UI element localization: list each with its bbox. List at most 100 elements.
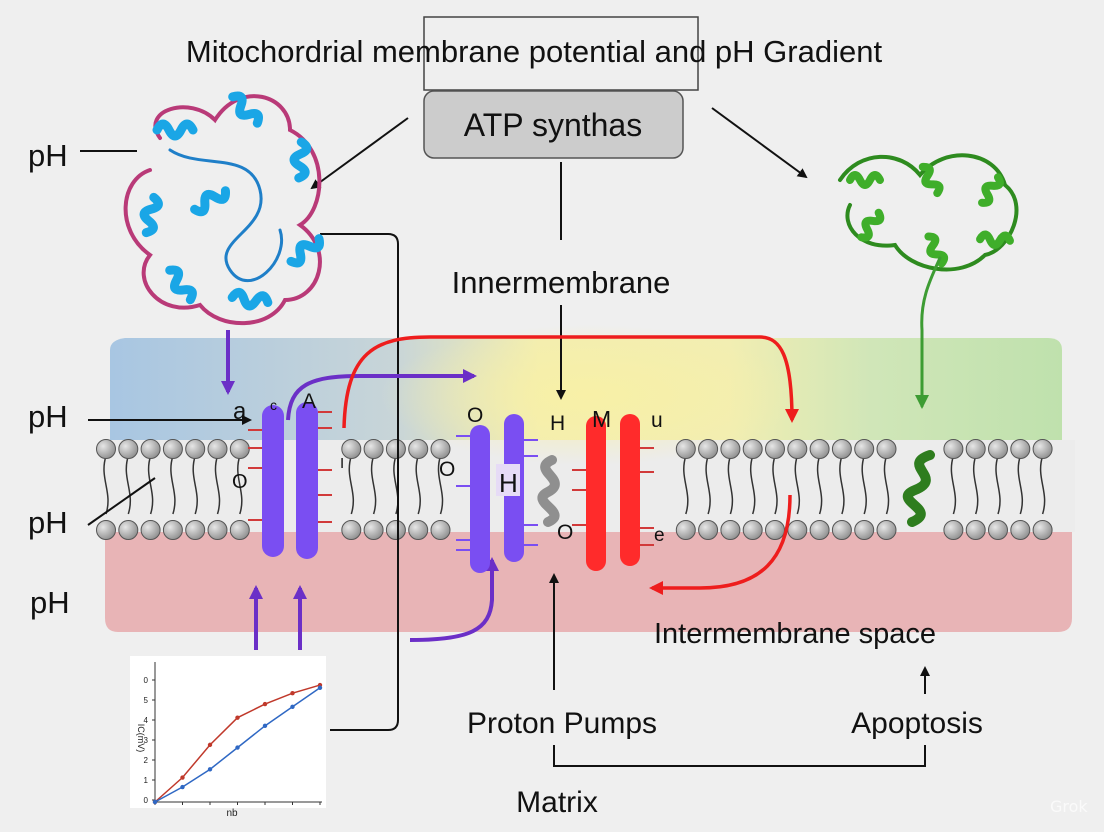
lipid-head-top (854, 439, 875, 459)
ph3-pointer (87, 477, 156, 526)
inset-y-tick-label: 0 (144, 676, 149, 685)
green-helices (846, 162, 1014, 268)
letter-O-bottom: O (557, 521, 573, 544)
letter-e: e (654, 525, 665, 546)
violet-helix-1 (262, 405, 284, 557)
violet-arrows (221, 330, 499, 650)
inset-series (152, 682, 323, 805)
lipid-tail (237, 455, 243, 515)
protein-helix (190, 186, 230, 217)
lipid-head-top (965, 439, 986, 459)
lipid-head-top (430, 439, 451, 459)
protein-helix (289, 137, 312, 183)
inset-data-point (207, 742, 213, 748)
ph-label-4: pH (30, 585, 70, 620)
lipid-head-bottom (988, 520, 1008, 540)
lipid-tail (794, 455, 801, 515)
inset-data-point (317, 685, 323, 690)
inset-y-tick-label: 0 (144, 796, 149, 805)
violet-hook-arrow (409, 557, 499, 642)
lipid-head-top (118, 439, 139, 459)
lipid-tail (972, 455, 979, 515)
page-title: Mitochordrial membrane potential and pH … (186, 34, 883, 69)
lipid-head-bottom (943, 520, 964, 540)
lipid-head-top (988, 439, 1008, 459)
lipid-tail (950, 455, 957, 515)
lipid-head-bottom (965, 520, 986, 540)
letter-u: u (651, 409, 663, 432)
lipid-head-bottom (720, 520, 741, 540)
inset-data-point (207, 767, 213, 772)
protein-helices (139, 91, 324, 311)
lipid-tail (749, 455, 756, 515)
lipid-head-top (809, 439, 830, 459)
lipid-tail (103, 455, 109, 515)
lipid-head-top (363, 439, 384, 459)
lipid-head-bottom (96, 520, 116, 540)
letter-O-mid: O (439, 458, 455, 481)
green-coil (838, 153, 1019, 272)
ph-label-3: pH (28, 505, 68, 540)
green-helix (924, 232, 949, 268)
lipid-tail (1039, 455, 1046, 515)
lipid-head-top (698, 439, 719, 459)
transmembrane-proteins (248, 402, 935, 573)
lipid-head-bottom (698, 520, 719, 540)
lipid-tail (437, 455, 444, 515)
intermembrane-space-label: Intermembrane space (654, 618, 936, 650)
lipid-tail (683, 455, 689, 515)
green-tail (915, 256, 942, 409)
proton-pumps-label: Proton Pumps (467, 707, 657, 740)
letter-H-box: H (499, 468, 518, 498)
letter-O-top: O (467, 404, 483, 427)
protein-helix (227, 287, 273, 311)
red-arc-arrow (342, 335, 799, 429)
inset-xlabel: nb (226, 808, 238, 819)
tick-marks-left (248, 411, 332, 523)
apoptosis-label: Apoptosis (851, 707, 983, 740)
protein-helix (152, 119, 198, 141)
h-box (496, 464, 520, 496)
inset-y-tick-label: 3 (144, 736, 149, 745)
bracket-line (320, 233, 399, 731)
lipid-head-bottom (408, 520, 429, 540)
arrow-to-right-protein (711, 107, 808, 179)
lipid-head-top (943, 439, 964, 459)
lipid-tail (995, 455, 1001, 515)
green-helix (918, 162, 944, 198)
letter-H-top: H (550, 412, 565, 435)
inset-data-point (180, 784, 185, 790)
lipid-head-bottom (341, 520, 362, 540)
lipid-head-bottom (207, 520, 228, 540)
protein-coil-pink (123, 94, 322, 326)
lipid-tail (727, 455, 734, 515)
inset-chart-panel (130, 656, 326, 808)
lipid-head-top (876, 439, 897, 459)
lipid-head-bottom (140, 520, 161, 540)
lipid-head-bottom (118, 520, 139, 540)
lipid-head-bottom (742, 520, 763, 540)
inset-data-point (290, 704, 295, 709)
violet-helix-2 (296, 402, 318, 559)
inset-data-point (152, 799, 158, 805)
green-helix (857, 208, 885, 242)
lipid-tail (816, 455, 823, 515)
lipid-head-bottom (363, 520, 384, 540)
protein-letters: a c A O I O O H H M u O e (232, 390, 665, 546)
cyan-protein (123, 91, 324, 326)
lipid-tail (705, 455, 711, 515)
grey-helix (537, 455, 560, 527)
lipid-head-bottom (1032, 520, 1053, 540)
inset-y-tick-label: 2 (144, 756, 149, 765)
lipid-tail (147, 455, 154, 515)
atp-synthase-label: ATP synthas (464, 107, 642, 143)
lipid-head-top (207, 439, 228, 459)
green-helix (976, 230, 1014, 249)
lipid-tail (861, 455, 867, 515)
lipid-head-bottom (765, 520, 785, 540)
letter-c: c (270, 397, 277, 413)
lipid-tail (883, 455, 890, 515)
lipid-head-bottom (162, 520, 183, 540)
